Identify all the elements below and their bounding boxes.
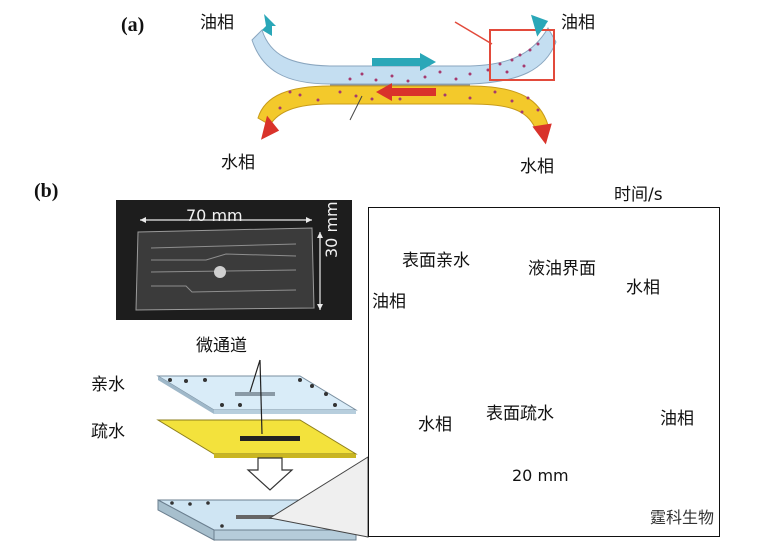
molecule-dots xyxy=(278,42,540,114)
oil-channel xyxy=(251,27,557,85)
panel-b-label: (b) xyxy=(34,180,59,202)
time-axis-label: 时间/s xyxy=(614,185,663,205)
watermark-text: 霆科生物 xyxy=(650,508,715,527)
chip-photo: 70 mm 30 mm xyxy=(116,200,352,320)
microchannel-label: 微通道 xyxy=(196,336,247,356)
liquid-oil-interface-label: 液油界面 xyxy=(528,259,596,279)
inset-oil-inlet-label: 油相 xyxy=(372,292,406,312)
oil-flow-arrow xyxy=(372,53,436,71)
photo-width-label: 70 mm xyxy=(186,206,243,225)
water-outlet-arrow xyxy=(261,115,280,140)
oil-outlet-arrow xyxy=(531,14,549,37)
chip-photo-graphics xyxy=(135,217,323,311)
hydrophobic-layer xyxy=(156,419,358,458)
panel-a-label: (a) xyxy=(121,14,145,36)
inset-panel xyxy=(368,207,720,537)
surface-hydrophobic-label: 表面疏水 xyxy=(486,404,554,424)
water-flow-arrow xyxy=(376,83,436,101)
watermark: 霆科生物 xyxy=(650,504,714,528)
surface-hydrophilic-label: 表面亲水 xyxy=(402,251,470,271)
inset-water-inlet-label: 水相 xyxy=(418,415,452,435)
oil-phase-outlet-label: 油相 xyxy=(561,13,595,33)
inset-oil-outlet-label: 油相 xyxy=(660,409,694,429)
inset-water-outlet-label: 水相 xyxy=(626,278,660,298)
hydrophilic-layer-label: 亲水 xyxy=(91,375,125,395)
water-inlet-arrow xyxy=(532,123,552,145)
hydrophilic-layer xyxy=(156,375,358,414)
photo-height-label: 30 mm xyxy=(322,201,341,258)
water-phase-inlet-label: 水相 xyxy=(520,157,554,177)
channel-length-label: 20 mm xyxy=(512,466,569,485)
hydrophobic-layer-label: 疏水 xyxy=(91,422,125,442)
oil-inlet-arrow xyxy=(262,14,276,36)
oil-phase-inlet-label: 油相 xyxy=(200,13,234,33)
water-phase-outlet-label: 水相 xyxy=(221,153,255,173)
highlight-box xyxy=(489,29,555,81)
